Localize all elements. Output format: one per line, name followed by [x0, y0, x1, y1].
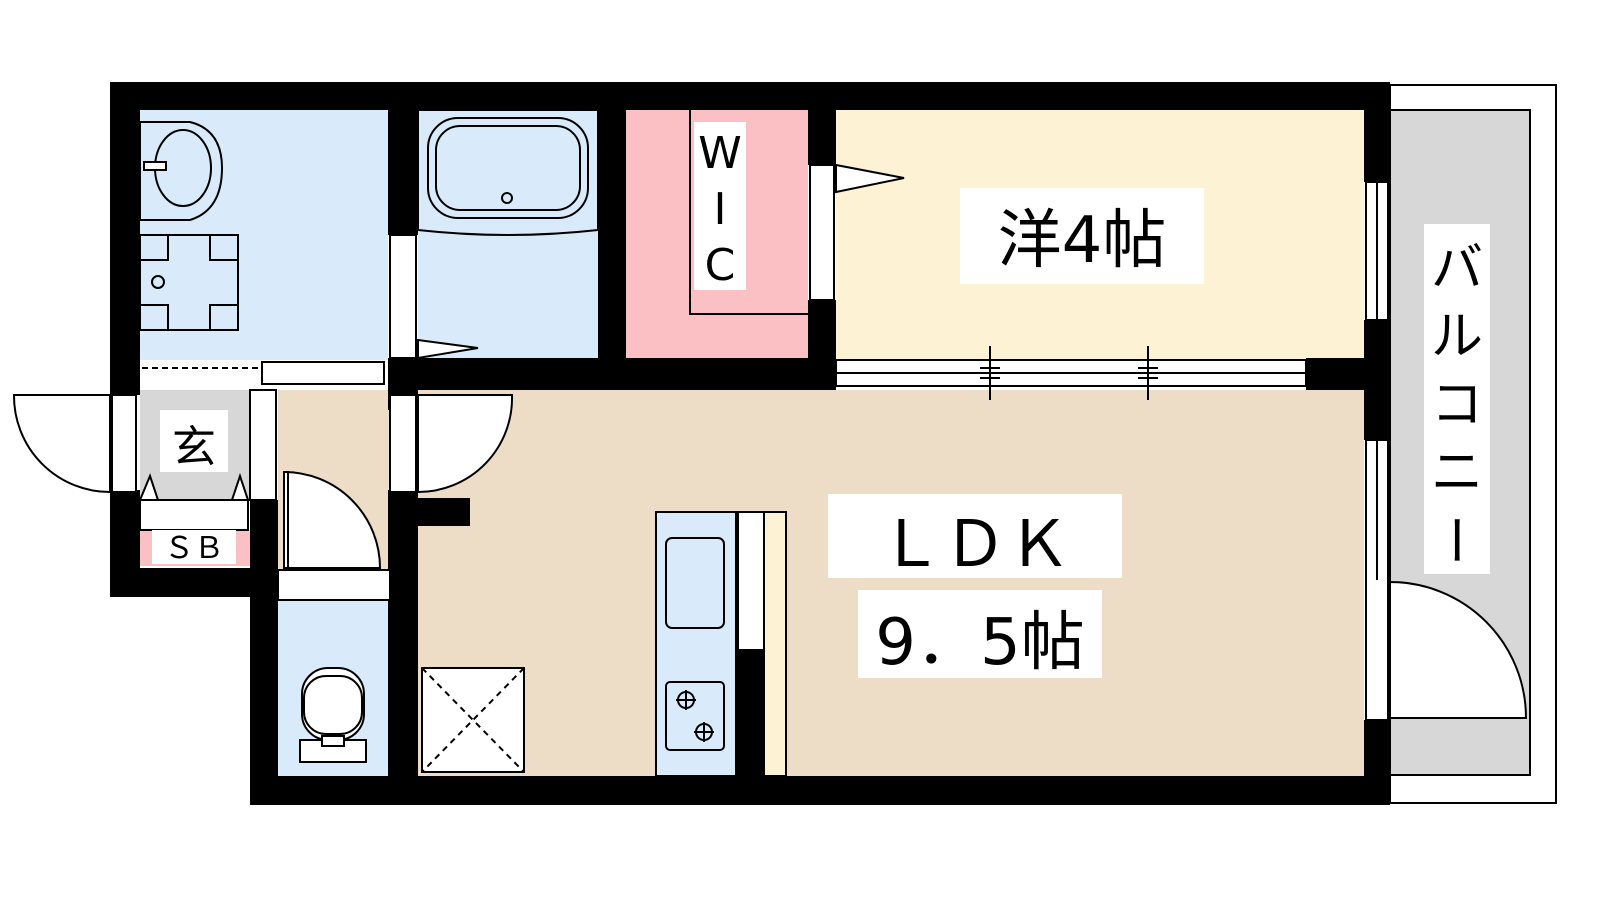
entrance-step — [249, 389, 277, 501]
balcony-door — [1389, 580, 1528, 719]
shoe-box-label-bg — [152, 530, 236, 564]
washing-machine-pan — [139, 234, 239, 331]
wic-door-leaf — [835, 163, 905, 194]
wash-basin — [139, 121, 224, 221]
balcony-label-bg — [1424, 224, 1490, 574]
ldk-size-label: 9．5帖 — [875, 606, 1084, 680]
walls — [110, 82, 1390, 805]
ldk-door — [389, 394, 514, 494]
partition-sliding-doors — [835, 346, 1307, 400]
ldk-floor — [418, 390, 1364, 780]
toilet-door — [283, 470, 382, 569]
western-room-label: 洋4帖 — [998, 204, 1167, 278]
entrance-label-bg — [160, 410, 228, 472]
entrance-label: 玄 — [172, 422, 216, 473]
wic-label-bg — [694, 122, 746, 290]
western-room-window — [1365, 181, 1389, 321]
balcony-char-4: ニ — [1431, 443, 1483, 503]
wic-letter-w: W — [698, 128, 742, 179]
wic-letter-i: I — [714, 184, 727, 235]
toilet — [299, 667, 367, 763]
kitchen-panel — [737, 511, 765, 651]
balcony-inner — [1389, 109, 1531, 776]
balcony-char-1: バ — [1431, 239, 1483, 299]
front-door — [12, 394, 137, 494]
bathtub — [417, 109, 599, 236]
bathroom-door-leaf — [417, 338, 479, 360]
washroom-sliding-door — [261, 361, 385, 385]
kitchen-counter — [655, 511, 737, 777]
balcony-char-2: ル — [1431, 307, 1483, 367]
cupboard — [763, 511, 787, 777]
ldk-window — [1365, 439, 1389, 721]
stove-burners — [676, 690, 714, 742]
wic-letter-c: C — [705, 240, 736, 291]
ldk-size-bg — [858, 590, 1102, 678]
ldk-label-bg — [828, 494, 1122, 578]
refrigerator-space — [421, 667, 525, 773]
balcony-char-3: コ — [1431, 375, 1483, 435]
ldk-label: ＬＤＫ — [879, 508, 1071, 582]
wic-door — [809, 164, 835, 301]
wic-shelf — [689, 110, 808, 315]
toilet-opening — [277, 569, 391, 601]
western-label-bg — [960, 188, 1204, 284]
shoe-box-label: ＳＢ — [164, 531, 224, 566]
bathroom-door — [389, 234, 417, 359]
balcony-char-5: ー — [1424, 514, 1484, 566]
